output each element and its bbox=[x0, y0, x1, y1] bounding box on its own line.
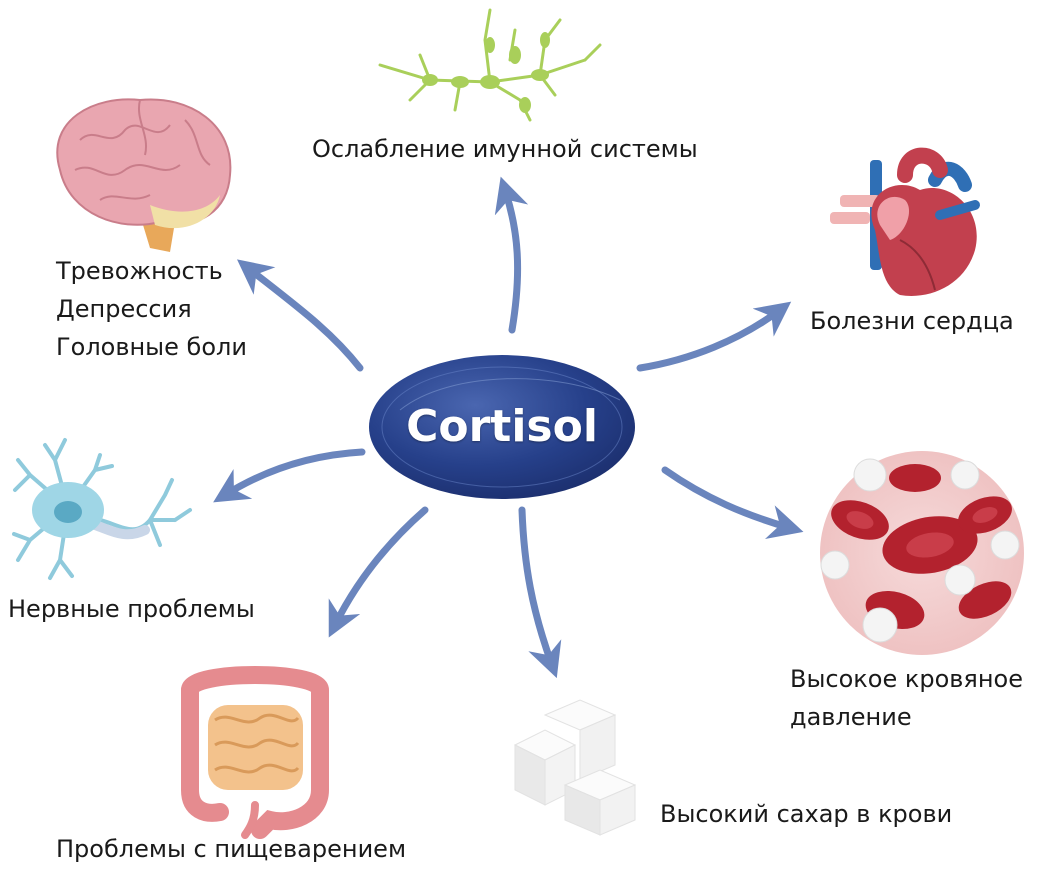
label-sugar: Высокий сахар в крови bbox=[660, 795, 952, 833]
cortisol-ellipse bbox=[369, 355, 635, 499]
label-immune-line-1: Ослабление имунной системы bbox=[312, 135, 698, 163]
label-nerve-line-1: Нервные проблемы bbox=[8, 595, 255, 623]
label-nerve: Нервные проблемы bbox=[8, 590, 255, 628]
sugar-cubes-icon bbox=[513, 699, 637, 836]
label-blood-line-1: Высокое кровяное bbox=[790, 665, 1024, 693]
label-blood: Высокое кровяное давление bbox=[790, 660, 1023, 736]
immune-cells-icon bbox=[378, 8, 602, 122]
neuron-icon bbox=[12, 438, 192, 580]
label-digestion-line-1: Проблемы с пищеварением bbox=[56, 835, 407, 863]
arrow-to-blood bbox=[661, 466, 804, 539]
label-digestion: Проблемы с пищеварением bbox=[56, 830, 406, 868]
label-heart-line-1: Болезни сердца bbox=[810, 307, 1014, 335]
arrow-to-brain bbox=[236, 259, 364, 372]
label-immune: Ослабление имунной системы bbox=[312, 130, 698, 168]
label-heart: Болезни сердца bbox=[810, 302, 1014, 340]
label-brain-line-2: Депрессия bbox=[56, 295, 192, 323]
label-brain-line-1: Тревожность bbox=[56, 257, 223, 285]
label-sugar-line-1: Высокий сахар в крови bbox=[660, 800, 953, 828]
arrow-to-immune bbox=[494, 176, 529, 334]
center-title: Cortisol bbox=[406, 401, 598, 452]
arrows bbox=[213, 176, 804, 679]
intestine-icon bbox=[181, 666, 329, 839]
label-brain-line-3: Головные боли bbox=[56, 333, 247, 361]
arrow-to-sugar bbox=[518, 506, 562, 679]
arrow-to-digestion bbox=[328, 506, 429, 638]
arrow-to-nerve bbox=[213, 448, 366, 503]
arrow-to-heart bbox=[636, 301, 792, 372]
brain-icon bbox=[56, 98, 232, 252]
blood-cells-icon bbox=[820, 451, 1024, 655]
heart-icon bbox=[830, 147, 980, 296]
label-brain: Тревожность Депрессия Головные боли bbox=[56, 252, 247, 366]
label-blood-line-2: давление bbox=[790, 703, 912, 731]
